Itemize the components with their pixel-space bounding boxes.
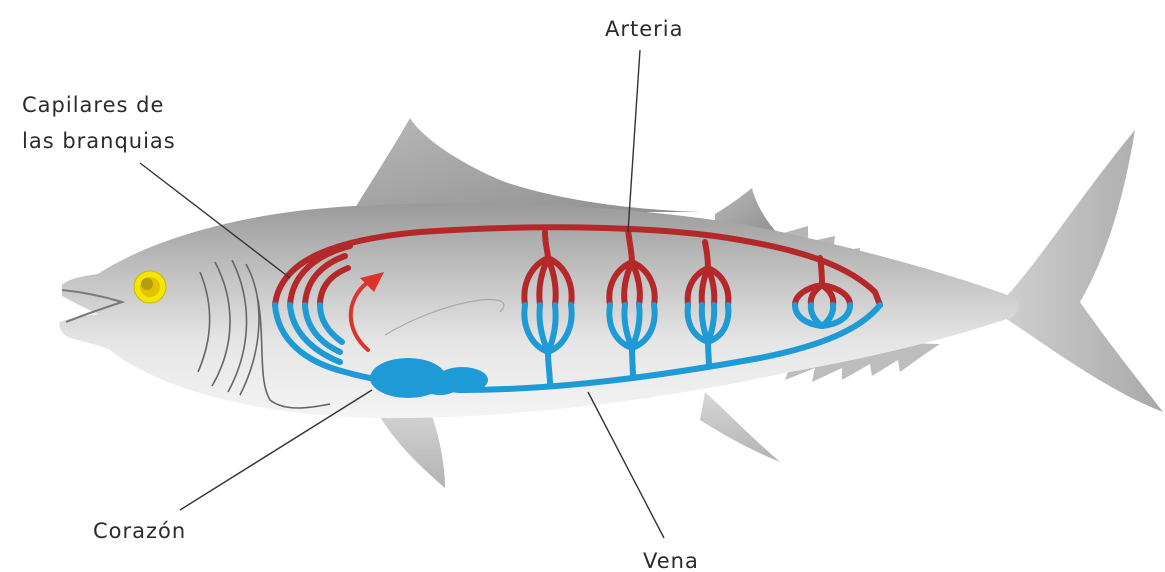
leader-artery	[628, 50, 640, 232]
label-heart: Corazón	[93, 518, 186, 544]
dorsal-fin	[355, 118, 700, 212]
leader-vein	[588, 392, 664, 538]
label-gill-capillaries-line1: Capilares de	[22, 92, 164, 118]
caudal-fin	[1005, 130, 1163, 412]
eye-icon	[134, 271, 166, 303]
label-vein: Vena	[643, 548, 699, 572]
anal-fin	[700, 392, 780, 462]
label-gill-capillaries-line2: las branquias	[22, 128, 176, 154]
label-artery: Arteria	[605, 16, 684, 42]
